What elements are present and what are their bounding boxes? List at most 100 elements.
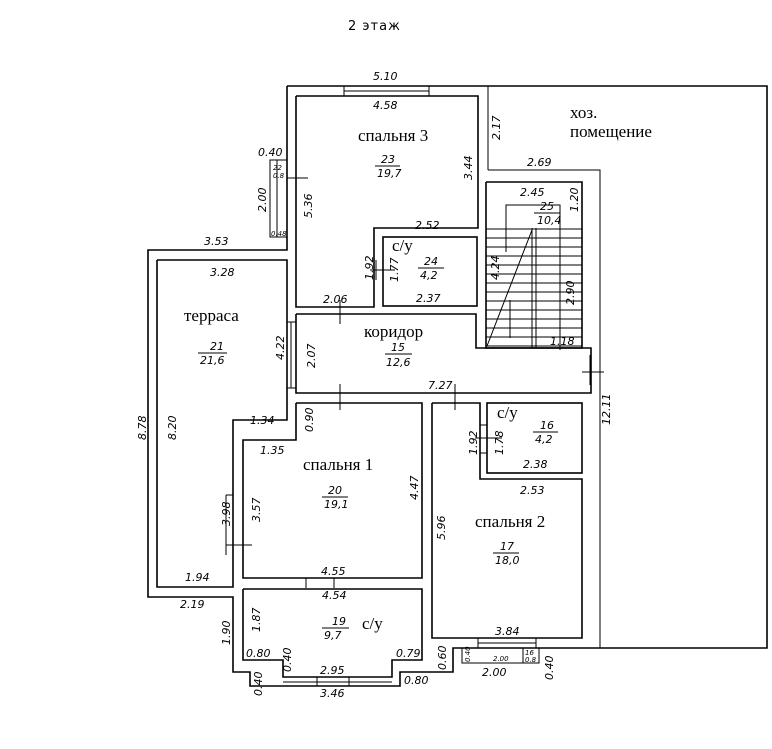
room-bedroom1: спальня 1 20 19,1 0.90 1.35 3.57 4.47 4.… — [242, 402, 423, 588]
room-number: 19 — [332, 615, 346, 628]
dim-terr-bottom: 1.94 — [185, 571, 210, 584]
dim-right-total: 12.11 — [600, 394, 613, 426]
room-wc19: с/у 19 9,7 4.54 1.87 1.90 0.80 0.40 0.79… — [220, 588, 449, 700]
room-wc24: с/у 24 4,2 2.52 1.92 1.77 2.37 — [363, 219, 478, 307]
dim-wc19-top: 4.54 — [322, 589, 347, 602]
dim-bay-small: 22 — [273, 164, 282, 172]
dim-wc19-left: 1.87 — [250, 608, 263, 633]
dim-stair-top: 2.45 — [520, 186, 545, 199]
room-number: 23 — [381, 153, 395, 166]
room-area: 9,7 — [324, 629, 342, 642]
room-area: 21,6 — [200, 354, 225, 367]
dim-bed1-notch: 0.90 — [303, 408, 316, 433]
room-corridor: коридор 15 12,6 2.06 2.07 4.22 7.27 — [274, 293, 604, 410]
room-area: 19,1 — [324, 498, 349, 511]
util-inner-wall — [488, 169, 601, 648]
room-number: 16 — [540, 419, 554, 432]
room-name: коридор — [364, 322, 423, 341]
room-name: с/у — [497, 403, 518, 422]
dim-bed2-left: 5.96 — [435, 516, 448, 541]
dim-wc19-br: 0.79 — [396, 647, 421, 660]
room-area: 12,6 — [386, 356, 411, 369]
room-wc16: с/у 16 4,2 1.92 1.78 2.38 — [431, 402, 583, 639]
dim-terr-left-inner: 8.20 — [166, 416, 179, 441]
dim-top-inner: 4.58 — [373, 99, 398, 112]
dim-bay-h: 2.00 — [256, 188, 269, 213]
room-area: 10,4 — [537, 214, 562, 227]
room-area: 4,2 — [420, 269, 438, 282]
dim-wc19-outer-r: 0.80 — [404, 674, 429, 687]
room-number: 24 — [424, 255, 438, 268]
dim-wc19-bottom-inner: 2.95 — [320, 664, 345, 677]
dim-bed1-left: 3.57 — [250, 498, 263, 523]
dim-bed3-right: 3.44 — [462, 156, 475, 181]
dim-top-outer: 5.10 — [373, 70, 398, 83]
dim-balc-inner: 2.00 — [493, 655, 509, 663]
room-stairs: 2.45 25 10,4 1.20 4.24 2.90 1.18 — [485, 181, 583, 350]
room-name: терраса — [184, 306, 239, 325]
outer-walls — [147, 85, 768, 687]
room-name: с/у — [392, 236, 413, 255]
dim-bay-small: 0.8 — [273, 172, 285, 180]
dim-wc19-left-outer: 1.90 — [220, 621, 233, 646]
dim-bed1-top: 1.35 — [260, 444, 285, 457]
dim-wc24-bottom: 2.37 — [416, 292, 441, 305]
dim-bed3-left: 5.36 — [302, 194, 315, 219]
room-number: 21 — [210, 340, 224, 353]
room-area: 4,2 — [535, 433, 553, 446]
dim-wc24-left-outer: 1.92 — [363, 256, 376, 281]
dim-bay-w: 0.40 — [258, 146, 283, 159]
room-name: спальня 1 — [303, 455, 373, 474]
room-name: спальня 2 — [475, 512, 545, 531]
dim-corr-left-outer: 4.22 — [274, 336, 287, 361]
room-name: помещение — [570, 122, 652, 141]
dim-corr-bottom: 7.27 — [428, 379, 453, 392]
dim-stair-len: 4.24 — [489, 256, 502, 281]
room-utility: хоз. помещение 2.17 2.69 — [490, 103, 652, 169]
dim-stair-right: 2.90 — [564, 281, 577, 306]
dim-terr-bottom-outer: 2.19 — [180, 598, 205, 611]
room-bedroom2: спальня 2 17 18,0 2.53 5.96 3.84 — [435, 484, 545, 648]
dim-terr-top-inner: 3.28 — [210, 266, 235, 279]
room-area: 19,7 — [377, 167, 402, 180]
dim-corr-left: 2.07 — [305, 344, 318, 369]
room-number: 15 — [391, 341, 405, 354]
outer-wall-right — [287, 85, 768, 649]
floor-title: 2 этаж — [348, 19, 401, 34]
dim-terr-right: 3.98 — [220, 502, 233, 527]
room-area: 18,0 — [495, 554, 520, 567]
dim-bed2-top: 2.53 — [520, 484, 545, 497]
dim-balc-left: 0.40 — [464, 646, 472, 662]
room-terrace: терраса 21 21,6 3.53 3.28 8.78 8.20 1.34… — [136, 235, 288, 611]
dim-bed1-right: 4.47 — [408, 476, 421, 501]
dim-wc19-outer-r2: 0.60 — [436, 646, 449, 671]
dim-bed2-bottom: 3.84 — [495, 625, 520, 638]
dim-wc16-left-outer: 1.92 — [467, 431, 480, 456]
dim-balc-small: 16 — [525, 649, 534, 657]
dim-wc19-bottom-outer: 3.46 — [320, 687, 345, 700]
dim-util-left: 2.17 — [490, 116, 503, 141]
dim-bay-small: 0.48 — [271, 230, 287, 238]
room-number: 25 — [540, 200, 554, 213]
dim-bed1-bottom: 4.55 — [321, 565, 346, 578]
dim-wc19-bl2: 0.40 — [281, 648, 294, 673]
bay-window: 0.40 2.00 22 0.8 0.48 — [256, 146, 308, 238]
dim-balc-small: 0.8 — [525, 656, 537, 664]
dim-wc19-bl: 0.80 — [246, 647, 271, 660]
dim-corr-top: 2.06 — [323, 293, 348, 306]
dim-wc24-left-inner: 1.77 — [388, 258, 401, 283]
dim-terr-top-outer: 3.53 — [204, 235, 229, 248]
dim-terr-step: 1.34 — [250, 414, 275, 427]
dim-wc16-bottom: 2.38 — [523, 458, 548, 471]
balcony: 0.40 2.00 16 0.8 2.00 0.40 — [461, 646, 556, 681]
room-name: с/у — [362, 614, 383, 633]
dim-stair-bottom: 1.18 — [550, 335, 575, 348]
dim-util-bottom: 2.69 — [527, 156, 552, 169]
room-number: 17 — [500, 540, 514, 553]
dim-balc-right: 0.40 — [543, 656, 556, 681]
dim-stair-right-top: 1.20 — [568, 188, 581, 213]
outer-wall-left — [147, 86, 597, 687]
dim-terr-left-outer: 8.78 — [136, 416, 149, 441]
dim-balc-w: 2.00 — [482, 666, 507, 679]
